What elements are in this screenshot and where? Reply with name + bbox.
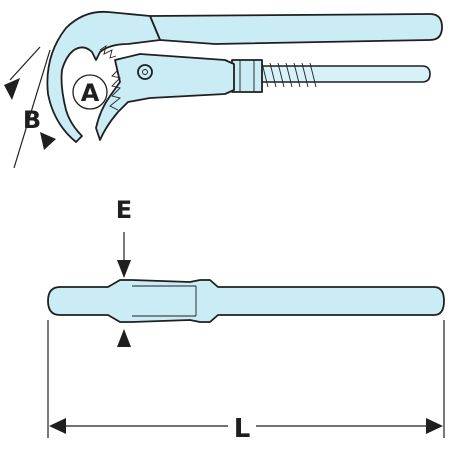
dimension-e-arrow-up — [117, 329, 131, 347]
dimension-l-arrow-right — [426, 418, 443, 434]
label-b: B — [23, 106, 41, 134]
label-e: E — [116, 196, 132, 224]
upper-handle — [149, 13, 443, 45]
wrench-top-view — [47, 279, 445, 323]
lower-jaw-teeth — [109, 69, 121, 111]
dimension-e-arrow-down — [117, 260, 131, 278]
wrench-side-view: A — [46, 10, 443, 143]
pivot-pin — [137, 64, 153, 80]
label-a: A — [81, 79, 100, 107]
top-view-jaw-seam — [132, 285, 197, 317]
hook-jaw-teeth — [99, 44, 117, 59]
dimension-l-arrow-left — [49, 418, 66, 434]
label-l: L — [234, 414, 251, 444]
dimension-l: L — [47, 320, 445, 444]
adjusting-nut — [231, 59, 263, 93]
rod-threads — [261, 62, 317, 88]
dimension-b-arrow-top — [4, 78, 20, 100]
top-view-handle — [47, 279, 445, 323]
hook-jaw — [46, 10, 161, 143]
threaded-rod — [257, 65, 431, 83]
jaw-capacity-circle — [72, 74, 108, 110]
lower-jaw-body — [95, 53, 235, 141]
dimension-e: E — [116, 196, 132, 347]
dimension-b: B — [4, 46, 56, 169]
dimension-b-arrow-bottom — [40, 132, 56, 150]
